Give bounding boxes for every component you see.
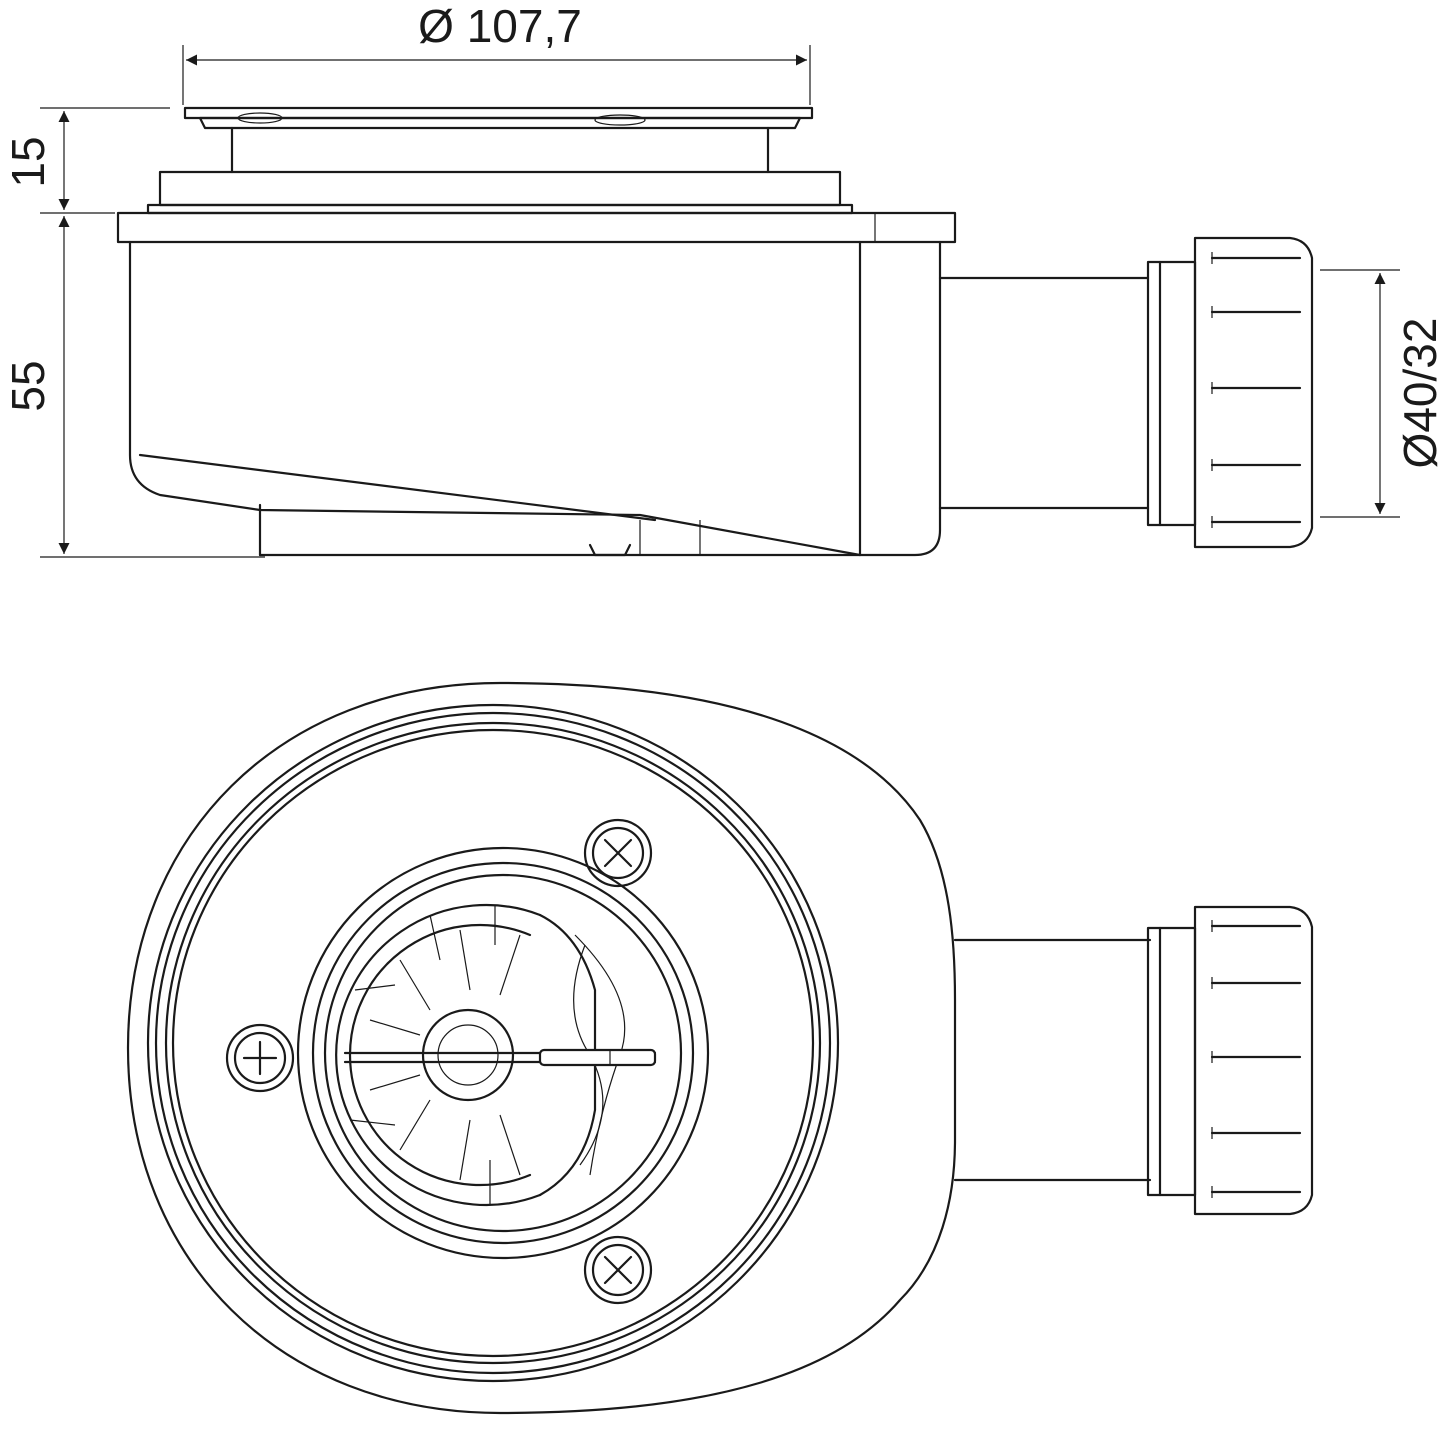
dimension-height-upper: 15 [2,107,170,214]
dimension-outlet-diameter: Ø40/32 [1320,269,1445,518]
dim-height-lower-label: 55 [2,360,54,411]
screw-left [225,1023,295,1093]
dim-top-diameter-label: Ø 107,7 [418,0,582,52]
dimension-height-lower: 55 [2,216,265,558]
top-view [126,681,1314,1415]
screw-bottom [583,1235,653,1305]
side-view [116,106,1314,557]
dimension-top-diameter: Ø 107,7 [182,0,811,105]
dim-outlet-diameter-label: Ø40/32 [1394,318,1445,469]
screw-top [583,818,653,888]
dim-height-upper-label: 15 [2,136,54,187]
